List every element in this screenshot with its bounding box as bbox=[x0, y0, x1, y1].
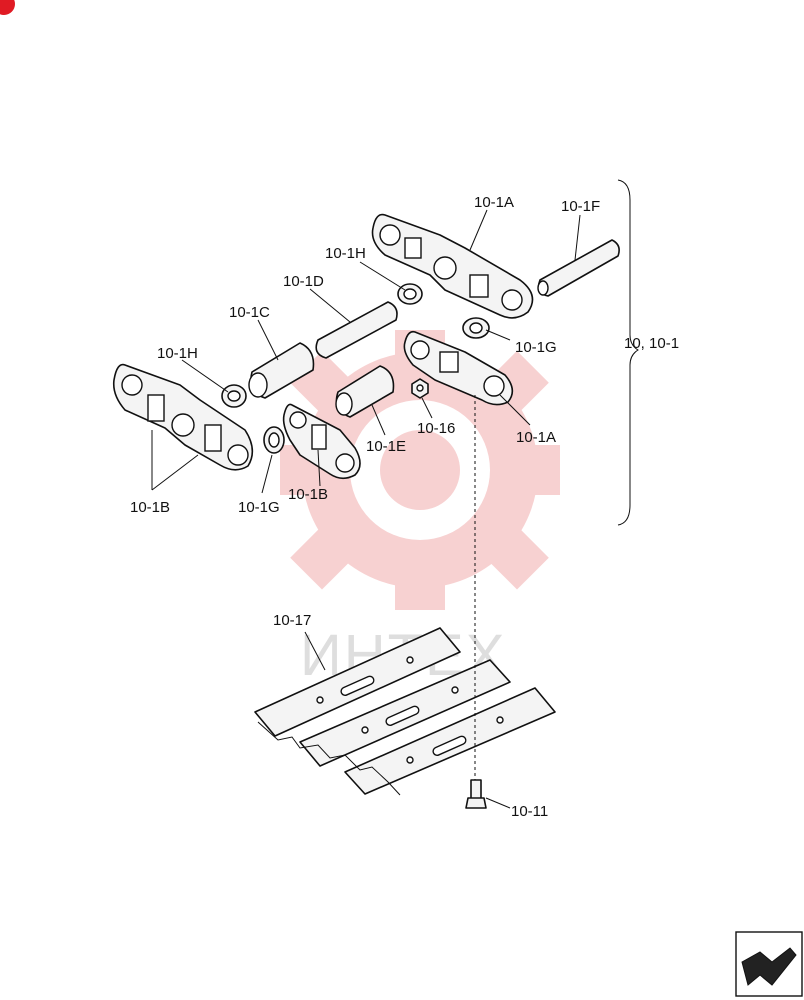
view-orientation-icon bbox=[735, 931, 803, 997]
label-10-11: 10-11 bbox=[511, 803, 548, 820]
spacer-10-1G-right bbox=[462, 317, 490, 339]
label-10-1A-top: 10-1A bbox=[474, 194, 514, 211]
link-10-1B-left bbox=[112, 363, 254, 471]
label-10-1B-mid: 10-1B bbox=[288, 486, 328, 503]
label-10-1B-left: 10-1B bbox=[130, 499, 170, 516]
pin-10-1F bbox=[537, 239, 620, 297]
link-10-1A-mid bbox=[403, 330, 514, 406]
corner-badge-icon bbox=[0, 0, 15, 15]
link-10-1B-mid bbox=[282, 403, 361, 480]
label-10-1C: 10-1C bbox=[229, 304, 270, 321]
label-10-1G-right: 10-1G bbox=[515, 339, 557, 356]
label-10-1E: 10-1E bbox=[366, 438, 406, 455]
label-assembly: 10, 10-1 bbox=[624, 335, 679, 352]
nut-10-16 bbox=[411, 378, 429, 399]
leader-lines bbox=[151, 209, 581, 809]
spacer-10-1G-left bbox=[263, 426, 285, 454]
seal-10-1H-left bbox=[221, 384, 247, 408]
label-10-16: 10-16 bbox=[417, 420, 455, 437]
bushing-10-1C bbox=[248, 342, 315, 399]
bolt-10-11 bbox=[465, 395, 487, 809]
label-10-1H-left: 10-1H bbox=[157, 345, 198, 362]
link-10-1A-top bbox=[371, 213, 534, 319]
label-10-1H-top: 10-1H bbox=[325, 245, 366, 262]
label-10-1G-left: 10-1G bbox=[238, 499, 280, 516]
bushing-10-1E bbox=[335, 365, 395, 418]
track-shoe-10-17 bbox=[254, 627, 556, 796]
label-10-1D: 10-1D bbox=[283, 273, 324, 290]
assembly-brace bbox=[617, 179, 639, 526]
seal-10-1H-top bbox=[397, 283, 423, 305]
label-10-1F: 10-1F bbox=[561, 198, 600, 215]
label-10-17: 10-17 bbox=[273, 612, 311, 629]
label-10-1A-mid: 10-1A bbox=[516, 429, 556, 446]
pin-10-1D bbox=[315, 301, 398, 359]
